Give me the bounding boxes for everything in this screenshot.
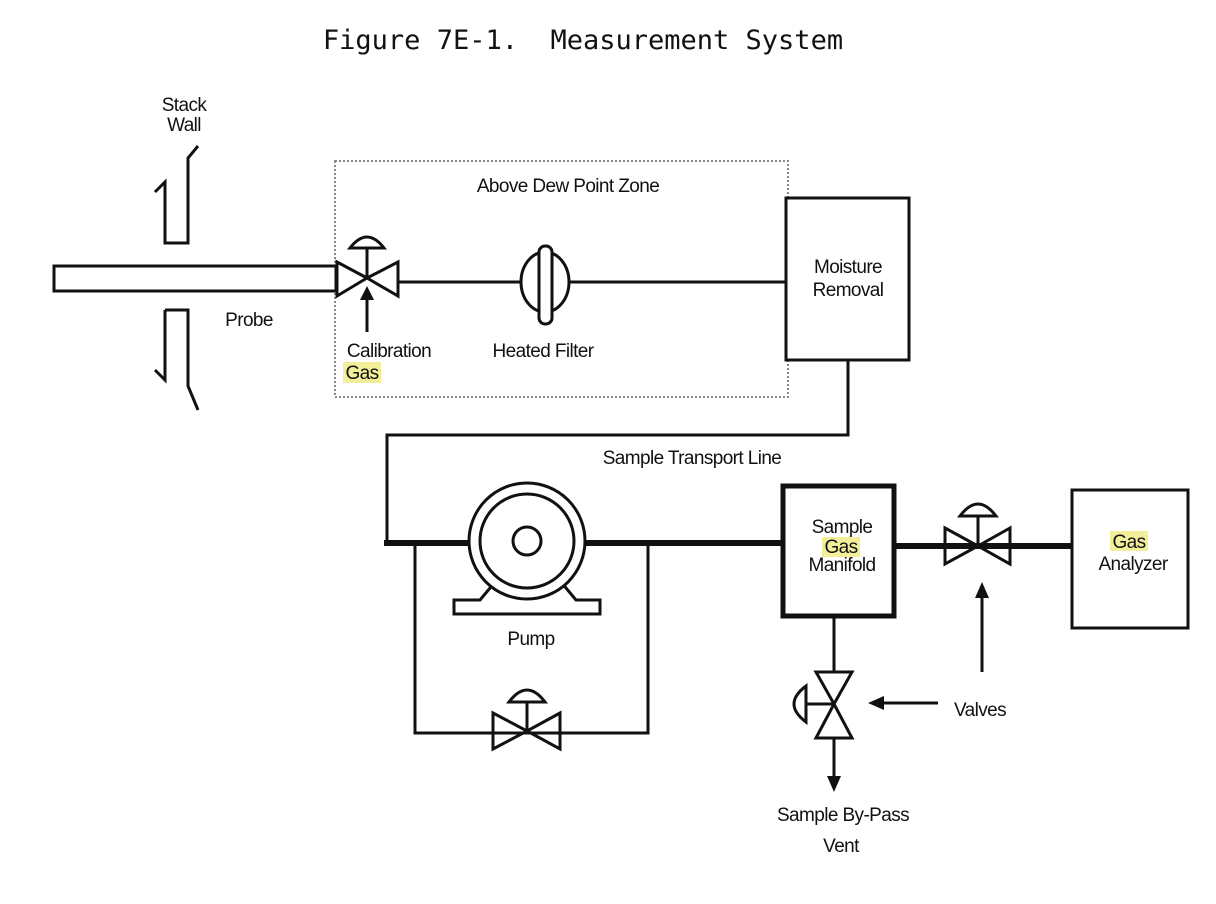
moisture-label-line1: Moisture bbox=[814, 257, 882, 278]
manifold-label-line1: Sample bbox=[812, 517, 873, 538]
pump-label: Pump bbox=[507, 629, 554, 650]
manifold-label-line3: Manifold bbox=[808, 555, 875, 576]
stack-wall-label-line2: Wall bbox=[167, 115, 201, 136]
calibration-gas-highlight bbox=[343, 362, 381, 383]
probe-label: Probe bbox=[225, 310, 273, 331]
moisture-label-line2: Removal bbox=[813, 280, 884, 301]
probe bbox=[52, 264, 338, 293]
bypass-label-line2: Vent bbox=[823, 836, 860, 857]
calibration-arrow bbox=[360, 286, 374, 332]
valves-arrow-up bbox=[975, 582, 989, 672]
analyzer-label-line1: Gas bbox=[1112, 532, 1145, 553]
bypass-label-line1: Sample By-Pass bbox=[777, 805, 909, 826]
stack-wall-label-line1: Stack bbox=[162, 95, 208, 116]
analyzer-valve bbox=[943, 502, 1012, 567]
zone-label: Above Dew Point Zone bbox=[477, 176, 659, 197]
manifold-label-line2: Gas bbox=[824, 537, 857, 558]
gas-analyzer-box bbox=[1070, 488, 1190, 630]
calibration-label-line2: Gas bbox=[345, 363, 378, 384]
calibration-label-line1: Calibration bbox=[347, 341, 431, 362]
heated-filter bbox=[519, 244, 571, 326]
calibration-valve bbox=[335, 235, 400, 299]
sample-gas-manifold-box bbox=[780, 483, 897, 619]
analyzer-gas-highlight bbox=[1110, 531, 1148, 551]
manifold-gas-highlight bbox=[822, 537, 860, 557]
figure-title: Figure 7E-1. Measurement System bbox=[323, 25, 843, 56]
sample-transport-line bbox=[385, 360, 850, 543]
vent-arrow bbox=[827, 738, 841, 792]
valves-label: Valves bbox=[954, 700, 1006, 721]
moisture-removal-box bbox=[784, 196, 911, 362]
heated-filter-label: Heated Filter bbox=[493, 341, 595, 362]
pump-bypass-valve bbox=[491, 688, 562, 752]
stack-wall: Stack Wall bbox=[153, 95, 208, 411]
valves-arrow-left bbox=[868, 696, 938, 710]
vent-valve bbox=[792, 670, 855, 740]
pump bbox=[452, 481, 602, 616]
analyzer-label-line2: Analyzer bbox=[1098, 554, 1168, 575]
transport-line-label: Sample Transport Line bbox=[603, 448, 782, 469]
